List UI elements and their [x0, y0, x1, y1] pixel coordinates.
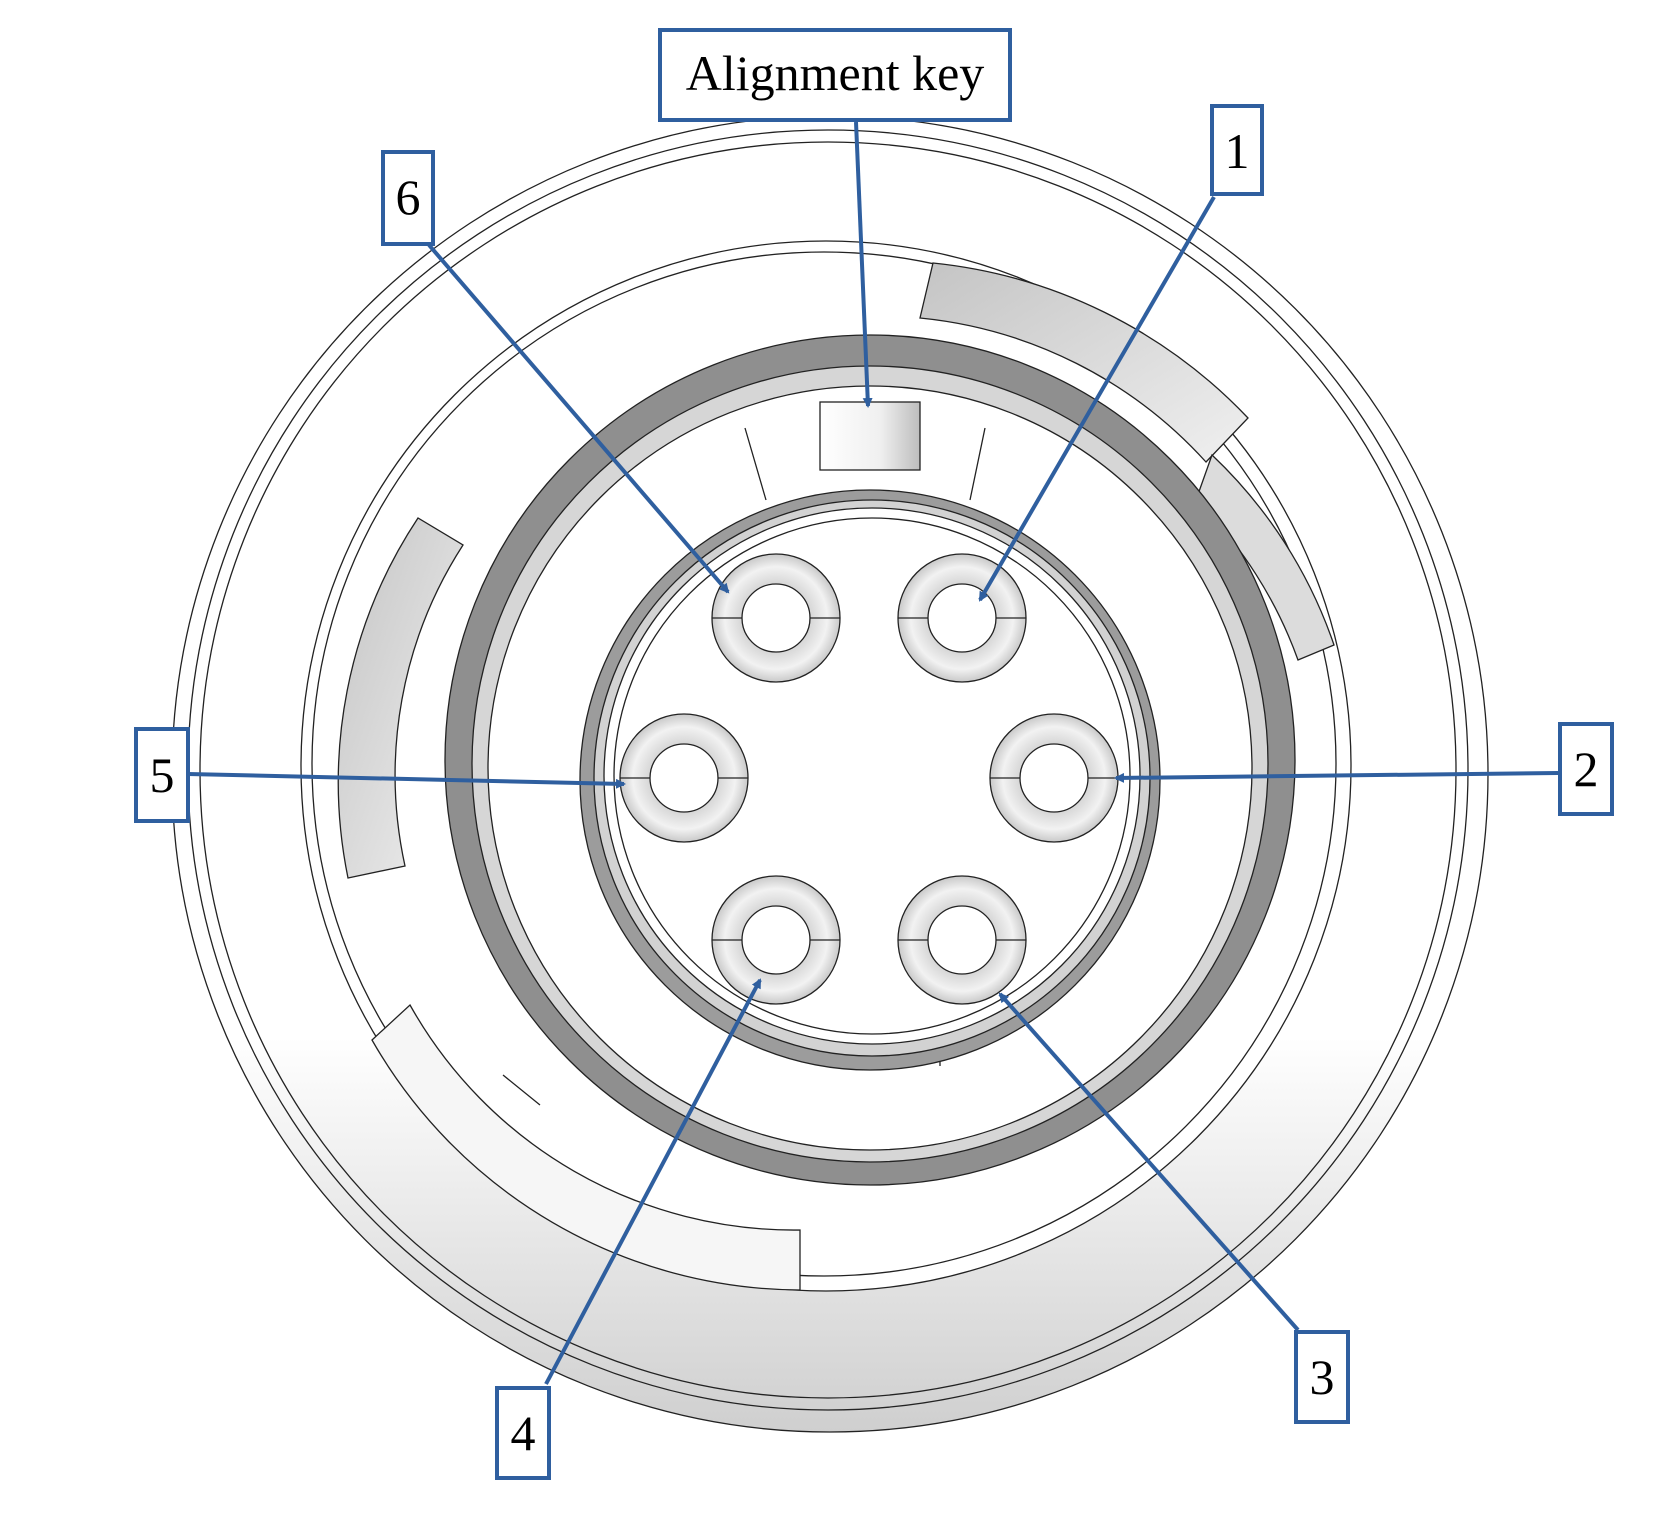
pin-socket-5	[619, 713, 749, 843]
pin-label-3: 3	[1310, 1349, 1335, 1405]
callout-lines	[187, 121, 1559, 1385]
pin-callout-5: 5	[134, 727, 190, 823]
pin-callout-2: 2	[1558, 722, 1614, 816]
pin-callout-6: 6	[381, 150, 435, 246]
pin-label-1: 1	[1225, 123, 1250, 179]
alignment-key-notch	[819, 401, 921, 471]
pin-group	[619, 553, 1119, 1005]
callout-line-6	[427, 243, 730, 594]
pin-socket-1	[897, 553, 1027, 683]
pin-callout-3: 3	[1294, 1330, 1350, 1424]
pin-label-2: 2	[1574, 741, 1599, 797]
pin-socket-6	[711, 553, 841, 683]
callout-line-4	[544, 978, 762, 1385]
mid-segment-upper-right	[919, 262, 1249, 463]
pin-label-5: 5	[150, 747, 175, 803]
callout-line-1	[978, 195, 1216, 602]
alignment-key-callout: Alignment key	[658, 28, 1012, 122]
pin-label-6: 6	[396, 169, 421, 225]
alignment-key-label: Alignment key	[686, 45, 985, 101]
callout-line-5	[187, 772, 626, 789]
pin-socket-3	[897, 875, 1027, 1005]
callout-line-2	[1114, 771, 1559, 783]
pin-label-4: 4	[511, 1405, 536, 1461]
callout-line-alignment-key	[854, 121, 873, 408]
pin-socket-2	[989, 713, 1119, 843]
connector-body	[171, 115, 1489, 1433]
pin-callout-1: 1	[1210, 104, 1264, 196]
mid-segment-left	[337, 517, 464, 879]
mid-segment-bottom	[371, 1003, 801, 1291]
pin-socket-4	[711, 875, 841, 1005]
mid-ring-line	[311, 251, 1337, 1277]
callout-line-3	[998, 992, 1300, 1332]
inner-segment-mark-left	[744, 427, 986, 501]
outer-ring-line	[199, 141, 1457, 1399]
pin-callout-4: 4	[495, 1386, 551, 1480]
